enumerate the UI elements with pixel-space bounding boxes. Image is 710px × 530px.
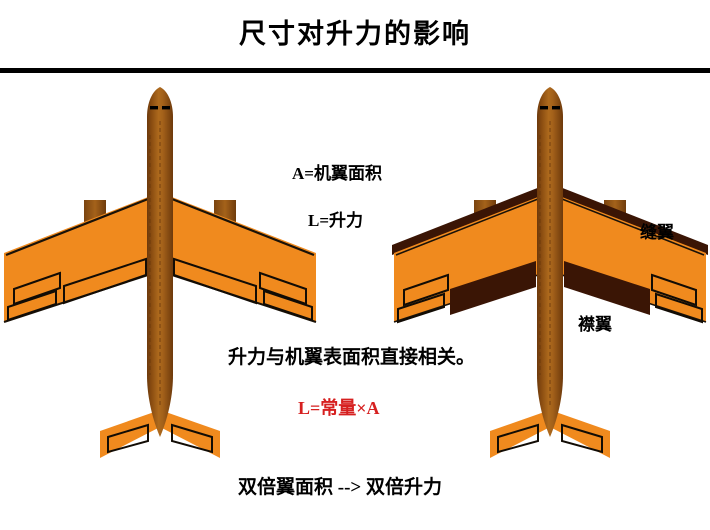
wing-right xyxy=(560,187,708,324)
tailplane-left-side xyxy=(490,410,550,458)
annotation-relation-statement: 升力与机翼表面积直接相关。 xyxy=(228,347,476,368)
aircraft-diagram-canvas xyxy=(0,75,710,530)
fuselage xyxy=(537,87,563,437)
annotation-lift-definition: L=升力 xyxy=(308,211,364,230)
annotation-conclusion: 双倍翼面积 --> 双倍升力 xyxy=(238,477,442,498)
tailplane-right-side xyxy=(160,410,220,458)
leading-edge-slat-extended xyxy=(392,187,540,255)
aircraft-left-clean xyxy=(3,87,317,458)
wing-left xyxy=(3,197,149,323)
tailplane-left-side xyxy=(100,410,160,458)
leading-edge-slat-extended xyxy=(560,187,708,255)
callout-label-flap: 襟翼 xyxy=(578,315,612,334)
fuselage xyxy=(147,87,173,437)
cockpit-window-marking xyxy=(150,106,170,110)
wing-left xyxy=(392,187,540,324)
callout-label-slat: 缝翼 xyxy=(640,223,674,242)
trailing-edge-flap-extended xyxy=(564,261,650,315)
wing-right xyxy=(171,197,317,323)
annotation-area-definition: A=机翼面积 xyxy=(292,164,382,183)
annotation-lift-formula: L=常量×A xyxy=(298,398,380,418)
cockpit-window-marking xyxy=(540,106,560,110)
title-divider-rule xyxy=(0,68,710,73)
aircraft-right-high-lift xyxy=(392,87,708,458)
trailing-edge-flap-extended xyxy=(450,261,536,315)
tailplane-right-side xyxy=(550,410,610,458)
page-title: 尺寸对升力的影响 xyxy=(239,19,471,49)
